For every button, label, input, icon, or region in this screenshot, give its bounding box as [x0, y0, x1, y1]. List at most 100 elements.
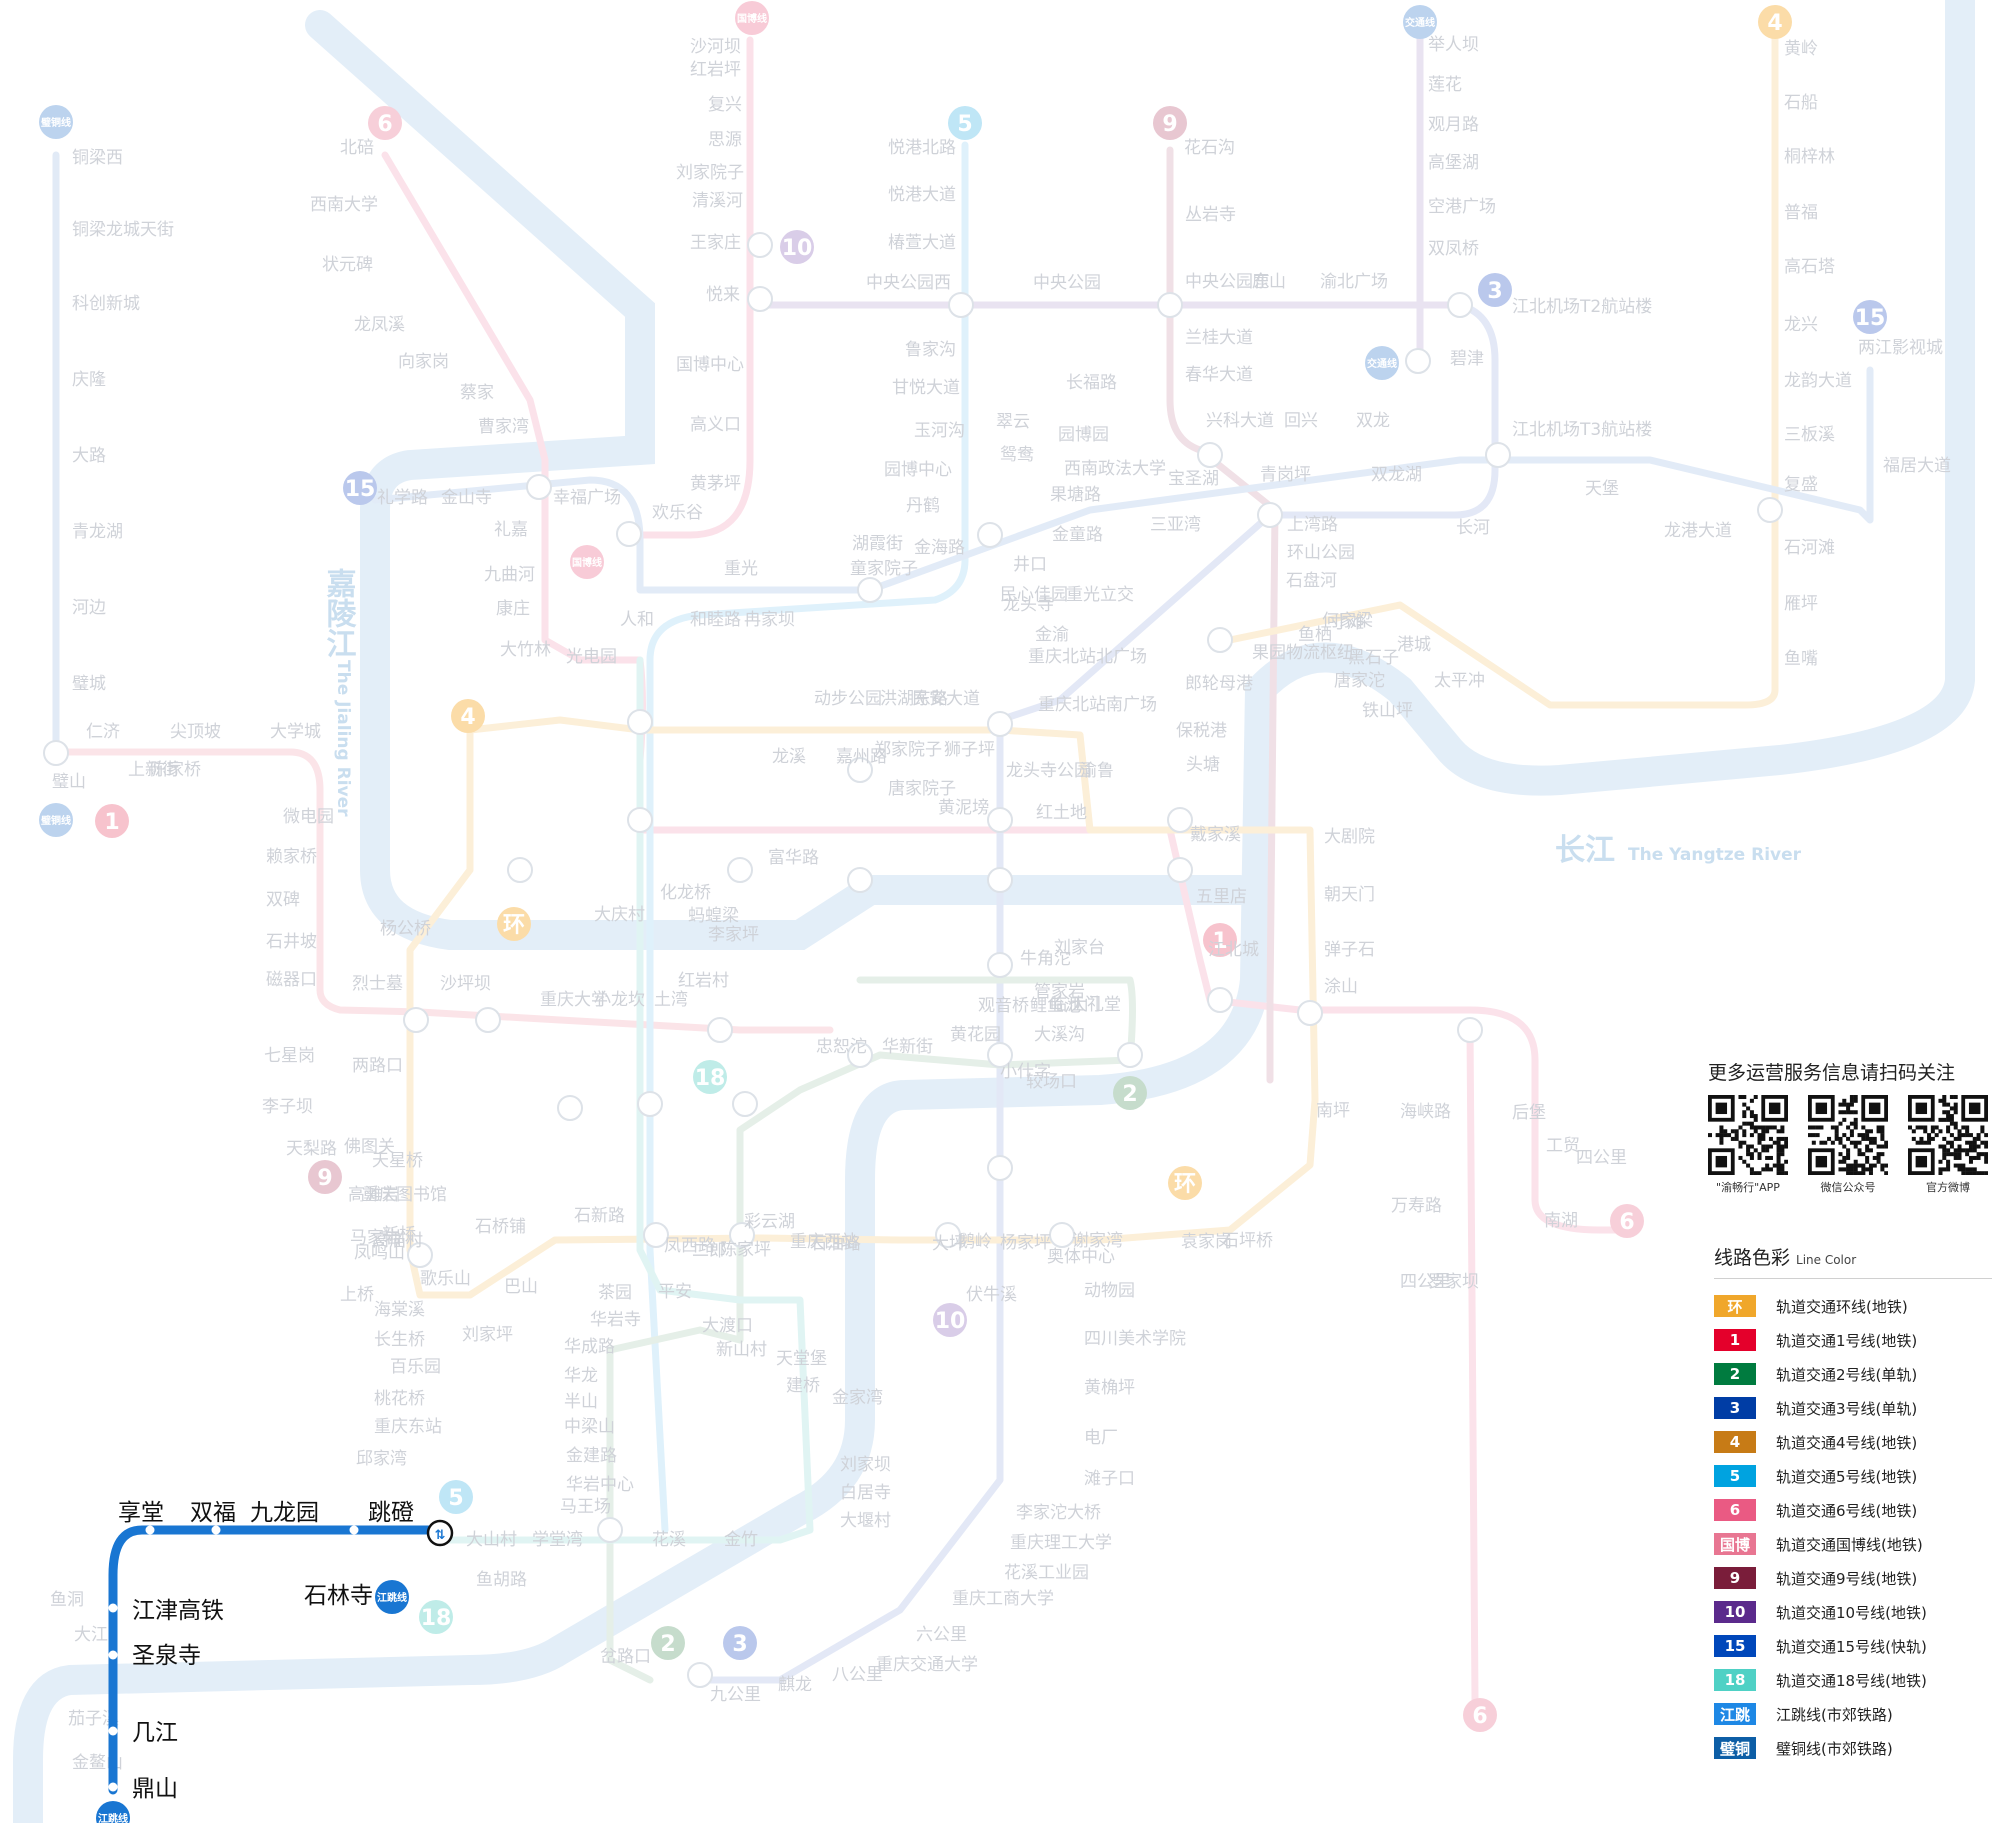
faded-station-label[interactable]: 较场口: [1026, 1072, 1077, 1092]
faded-station-label[interactable]: 戴家溪: [1190, 825, 1241, 845]
faded-station-label[interactable]: 洪湖东路: [880, 689, 948, 709]
faded-station-label[interactable]: 华成路: [564, 1337, 615, 1357]
faded-station-label[interactable]: 莲花: [1428, 75, 1462, 95]
qr-code-item[interactable]: "渝畅行"APP: [1708, 1095, 1788, 1195]
faded-station-label[interactable]: 头塘: [1186, 755, 1220, 775]
faded-station-label[interactable]: 九公里: [710, 1685, 761, 1705]
faded-station-label[interactable]: 璧山: [52, 772, 86, 792]
faded-station-label[interactable]: 金海路: [914, 538, 965, 558]
faded-station-label[interactable]: 幸福广场: [553, 488, 621, 508]
faded-station-label[interactable]: 工贸: [1546, 1136, 1580, 1156]
faded-station-label[interactable]: 甘悦大道: [892, 378, 960, 398]
jiaotiao-station-marker[interactable]: [211, 1525, 221, 1535]
faded-station-label[interactable]: 童家院子: [850, 559, 918, 579]
faded-station-label[interactable]: 中梁山: [564, 1417, 615, 1437]
faded-station-label[interactable]: 青岗坪: [1260, 465, 1311, 485]
jiaotiao-station-label[interactable]: 江津高铁: [132, 1598, 224, 1624]
faded-station-label[interactable]: 刘家台: [1054, 938, 1105, 958]
faded-station-label[interactable]: 新桥: [382, 1225, 416, 1245]
faded-station-label[interactable]: 龙凤溪: [354, 315, 405, 335]
faded-station-label[interactable]: 嘉州路: [836, 747, 887, 767]
faded-station-label[interactable]: 龙溪: [772, 747, 806, 767]
faded-station-label[interactable]: 化龙桥: [660, 883, 711, 903]
faded-station-label[interactable]: 郎轮母港: [1185, 674, 1253, 694]
faded-station-label[interactable]: 民心佳园: [1000, 585, 1068, 605]
faded-station-label[interactable]: 鱼洞: [50, 1590, 84, 1610]
jiaotiao-station-marker[interactable]: [145, 1525, 155, 1535]
faded-station-label[interactable]: 花石沟: [1184, 138, 1235, 158]
faded-station-label[interactable]: 弹子石: [1324, 940, 1375, 960]
faded-station-label[interactable]: 黄泥塝: [938, 798, 989, 818]
faded-station-label[interactable]: 王家庄: [690, 233, 741, 253]
faded-station-label[interactable]: 向家岗: [398, 352, 449, 372]
faded-station-label[interactable]: 重光: [724, 559, 758, 579]
faded-station-label[interactable]: 雁坪: [1784, 594, 1818, 614]
faded-station-label[interactable]: 复兴: [708, 95, 742, 115]
faded-station-label[interactable]: 白居寺: [840, 1483, 891, 1503]
faded-station-label[interactable]: 曹家湾: [478, 417, 529, 437]
faded-station-label[interactable]: 凤鸣山: [354, 1243, 405, 1263]
faded-station-label[interactable]: 大竹林: [500, 640, 551, 660]
faded-station-label[interactable]: 龙头寺公园: [1006, 761, 1091, 781]
faded-station-label[interactable]: 刘家院子: [676, 163, 744, 183]
faded-station-label[interactable]: 黄桷坪: [1084, 1378, 1135, 1398]
faded-station-label[interactable]: 春华大道: [1185, 365, 1253, 385]
faded-station-label[interactable]: 空港广场: [1428, 197, 1496, 217]
jiaotiao-station-label[interactable]: 几江: [132, 1720, 178, 1746]
faded-station-label[interactable]: 朝天门: [1324, 885, 1375, 905]
faded-station-label[interactable]: 天堡: [1585, 479, 1619, 499]
faded-station-label[interactable]: 唐家院子: [888, 778, 956, 799]
faded-station-label[interactable]: 五里店: [1196, 887, 1247, 907]
faded-station-label[interactable]: 观月路: [1428, 115, 1479, 135]
faded-station-label[interactable]: 石坪桥: [1222, 1231, 1273, 1251]
faded-station-label[interactable]: 电厂: [1084, 1428, 1118, 1448]
faded-station-label[interactable]: 鱼嘴: [1784, 649, 1818, 669]
faded-station-label[interactable]: 环山公园: [1287, 543, 1355, 563]
faded-station-label[interactable]: 何家梁: [1322, 611, 1373, 631]
faded-station-label[interactable]: 碧津: [1450, 349, 1484, 369]
faded-station-label[interactable]: 黄岭: [1784, 39, 1818, 59]
faded-station-label[interactable]: 龙港大道: [1664, 521, 1732, 541]
faded-station-label[interactable]: 黑石子: [1348, 648, 1399, 668]
faded-station-label[interactable]: 小龙坎: [594, 990, 645, 1010]
faded-station-label[interactable]: 大礼堂: [1070, 995, 1121, 1015]
faded-station-label[interactable]: 长福路: [1066, 373, 1117, 393]
faded-station-label[interactable]: 科创新城: [72, 294, 140, 314]
faded-station-label[interactable]: 河边: [72, 598, 106, 618]
faded-station-label[interactable]: 园博中心: [884, 460, 952, 480]
faded-station-label[interactable]: 后堡: [1512, 1103, 1546, 1123]
faded-station-label[interactable]: 双碑: [266, 890, 300, 910]
faded-station-label[interactable]: 湖霞街: [852, 534, 903, 554]
faded-station-label[interactable]: 高滩岩: [348, 1185, 399, 1205]
faded-station-label[interactable]: 果园物流枢纽: [1252, 643, 1354, 663]
faded-station-label[interactable]: 鱼栖: [1298, 625, 1332, 645]
faded-station-label[interactable]: 南坪: [1316, 1101, 1350, 1121]
faded-station-label[interactable]: 天星桥: [372, 1151, 423, 1171]
faded-station-label[interactable]: 陈家桥: [150, 760, 201, 780]
faded-station-label[interactable]: 狮子坪: [944, 740, 995, 760]
faded-station-label[interactable]: 岔路口: [600, 1647, 651, 1667]
faded-station-label[interactable]: 状元碑: [322, 255, 373, 275]
faded-station-label[interactable]: 新山村: [716, 1340, 767, 1360]
faded-station-label[interactable]: 重庆北站北广场: [1028, 647, 1147, 667]
qr-code-icon[interactable]: [1808, 1095, 1888, 1175]
faded-station-label[interactable]: 龙头寺: [1003, 595, 1054, 615]
jiaotiao-station-label[interactable]: 鼎山: [132, 1776, 178, 1802]
faded-station-label[interactable]: 石盘河: [1286, 571, 1337, 591]
faded-station-label[interactable]: 鱼胡路: [476, 1570, 527, 1590]
faded-station-label[interactable]: 寸滩: [1330, 613, 1364, 633]
faded-station-label[interactable]: 磁器口: [266, 970, 317, 990]
faded-station-label[interactable]: 井口: [1013, 555, 1047, 575]
faded-station-label[interactable]: 凤西路: [664, 1236, 715, 1256]
faded-station-label[interactable]: 华岩寺: [590, 1310, 641, 1330]
faded-station-label[interactable]: 光电园: [566, 647, 617, 667]
faded-station-label[interactable]: 花溪工业园: [1004, 1563, 1089, 1583]
faded-station-label[interactable]: 重庆东站: [374, 1417, 442, 1437]
faded-station-label[interactable]: 茄子溪: [68, 1709, 119, 1729]
faded-station-label[interactable]: 园博园: [1058, 425, 1109, 445]
faded-station-label[interactable]: 罗家坝: [1428, 1272, 1479, 1292]
faded-station-label[interactable]: 赖家桥: [266, 847, 317, 867]
faded-station-label[interactable]: 鲁家沟: [905, 340, 956, 360]
qr-code-item[interactable]: 微信公众号: [1808, 1095, 1888, 1195]
faded-station-label[interactable]: 百乐园: [390, 1357, 441, 1377]
